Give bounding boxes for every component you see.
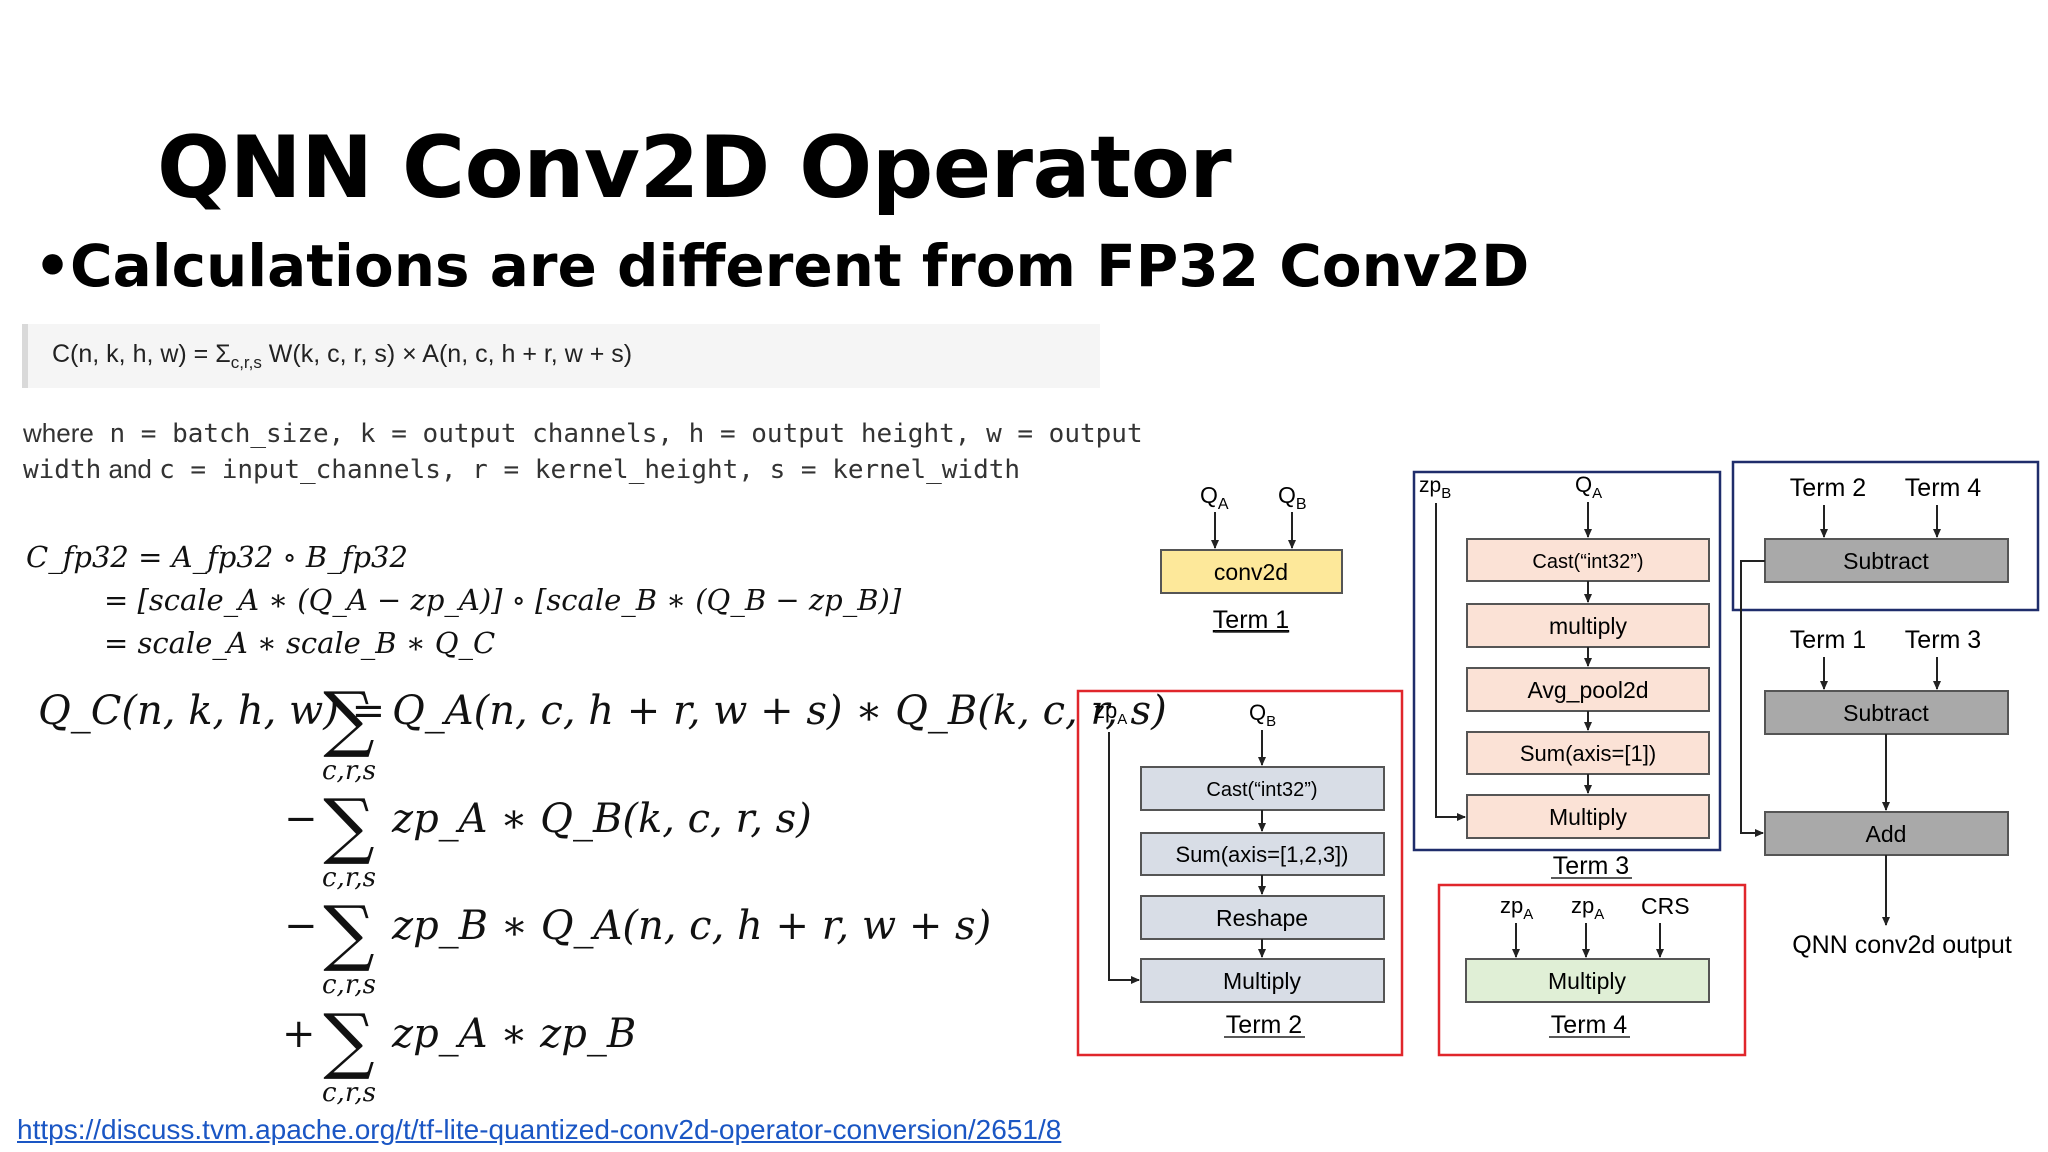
bullet-point: •Calculations are different from FP32 Co… (34, 232, 1529, 300)
term1-in1: QA (1200, 482, 1229, 513)
term3-zp-arrow (1435, 503, 1466, 821)
term2-in2: QB (1249, 700, 1276, 730)
formula-lhs: C(n, k, h, w) = Σ (52, 340, 231, 368)
term4-multiply-box (1465, 958, 1710, 1003)
term4-label: Term 4 (1551, 1011, 1628, 1039)
term3-in2: QA (1575, 472, 1602, 502)
bullet-text: Calculations are different from FP32 Con… (70, 232, 1530, 300)
sum-3: ∑c,r,s (322, 896, 376, 1000)
term4-in3: CRS (1641, 893, 1690, 919)
term3-group: zpB QA Cast(“int32”) multiply Avg_pool2d… (1412, 470, 1722, 880)
term3-in1: zpB (1419, 474, 1451, 502)
output-label: QNN conv2d output (1792, 931, 2012, 959)
term2-cast-label: Cast(“int32”) (1206, 779, 1317, 801)
term-4-sign: + (282, 1011, 316, 1057)
term3-frame (1412, 470, 1722, 852)
term4-multiply-label: Multiply (1548, 968, 1626, 994)
term2-zp-arrow (1108, 732, 1140, 984)
sigma-2: ∑ (323, 783, 375, 867)
conv-formula: C(n, k, h, w) = Σc,r,s W(k, c, r, s) × A… (52, 340, 632, 373)
qc-term-1: Q_A(n, c, h + r, w + s) ∗ Q_B(k, c, r, s… (392, 688, 1167, 734)
sum-sub-4: c,r,s (322, 1078, 377, 1108)
add-label: Add (1866, 821, 1907, 847)
term-2-sign: − (284, 796, 318, 842)
qc-term-3: zp_B ∗ Q_A(n, c, h + r, w + s) (392, 903, 992, 949)
sub1-in-1: Term 2 (1790, 474, 1866, 502)
term3-avgpool-label: Avg_pool2d (1527, 677, 1648, 703)
term2-sum-box (1140, 832, 1385, 876)
sigma-3: ∑ (323, 890, 375, 974)
sum-sub-3: c,r,s (322, 970, 377, 1000)
term3-label: Term 3 (1553, 852, 1629, 880)
qc-term-2: zp_A ∗ Q_B(k, c, r, s) (392, 796, 812, 842)
term4-group: zpA zpA CRS Multiply Term 4 (1437, 883, 1747, 1057)
term4-in1: zpA (1500, 893, 1533, 923)
conv2d-label: conv2d (1214, 559, 1288, 585)
term2-label: Term 2 (1226, 1011, 1302, 1039)
sigma-4: ∑ (323, 998, 375, 1082)
where-and: and (101, 454, 160, 484)
formula-rhs: W(k, c, r, s) × A(n, c, h + r, w + s) (261, 340, 633, 368)
term2-in1: zpA (1094, 698, 1127, 728)
page-title: QNN Conv2D Operator (157, 118, 1232, 218)
subtract-label-1: Subtract (1843, 548, 1929, 574)
sum-1: ∑c,r,s (322, 682, 376, 786)
combine-group: Term 2 Term 4 Subtract Term 1 Term 3 Sub… (1731, 460, 2040, 959)
term1-label: Term 1 (1213, 606, 1289, 634)
term2-group: zpA QB Cast(“int32”) Sum(axis=[1,2,3]) R… (1076, 689, 1404, 1057)
term2-multiply-box (1140, 958, 1385, 1003)
term3-final-multiply-box (1466, 794, 1710, 839)
fp32-eq-line-2: = [scale_A ∗ (Q_A − zp_A)] ∘ [scale_B ∗ … (104, 583, 902, 617)
where-line-1: where n = batch_size, k = output channel… (23, 418, 1143, 449)
sum-4: ∑c,r,s (322, 1004, 376, 1108)
term-3-sign: − (284, 903, 318, 949)
sum-2: ∑c,r,s (322, 789, 376, 893)
term4-frame (1437, 883, 1747, 1057)
add-box (1764, 811, 2009, 856)
where-vars-1: n = batch_size, k = output channels, h =… (93, 419, 1143, 449)
combine-frame (1731, 460, 2040, 612)
sub2-in-2: Term 3 (1905, 626, 1981, 654)
where-vars-2: c = input_channels, r = kernel_height, s… (159, 455, 1021, 485)
fp32-eq-line-3: = scale_A ∗ scale_B ∗ Q_C (104, 626, 496, 660)
sub2-in-1: Term 1 (1790, 626, 1866, 654)
term2-frame (1076, 689, 1404, 1057)
term2-multiply-label: Multiply (1223, 968, 1301, 994)
subtract-label-2: Subtract (1843, 700, 1929, 726)
where-word: where (23, 418, 94, 448)
formula-sub: c,r,s (230, 353, 262, 372)
fp32-eq-line-1: C_fp32 = A_fp32 ∘ B_fp32 (26, 540, 408, 574)
term3-sum-label: Sum(axis=[1]) (1520, 741, 1656, 766)
subtract-box-2 (1764, 690, 2009, 735)
term3-multiply-box (1466, 603, 1710, 648)
term3-multiply-label: multiply (1549, 613, 1627, 639)
term1-in2: QB (1278, 482, 1307, 513)
term3-cast-box (1466, 538, 1710, 582)
bullet-mark: • (34, 232, 72, 300)
term3-final-multiply-label: Multiply (1549, 804, 1627, 830)
term3-cast-label: Cast(“int32”) (1532, 551, 1643, 573)
qc-term-4: zp_A ∗ zp_B (392, 1011, 637, 1057)
term2-sum-label: Sum(axis=[1,2,3]) (1175, 842, 1348, 867)
term2-reshape-label: Reshape (1216, 905, 1308, 931)
where-width: width (23, 455, 102, 485)
sub1-in-2: Term 4 (1905, 474, 1982, 502)
conv2d-box (1160, 549, 1343, 594)
sum-sub-2: c,r,s (322, 863, 377, 893)
term4-in2: zpA (1571, 893, 1604, 923)
source-link[interactable]: https://discuss.tvm.apache.org/t/tf-lite… (17, 1114, 1062, 1145)
sub1-to-add-arrow (1740, 560, 1765, 837)
sum-sub-1: c,r,s (322, 756, 377, 786)
sigma-1: ∑ (323, 676, 375, 760)
where-line-2: width and c = input_channels, r = kernel… (23, 454, 1020, 485)
formula-box: C(n, k, h, w) = Σc,r,s W(k, c, r, s) × A… (22, 324, 1100, 388)
term1-group: QA QB conv2d Term 1 (1160, 482, 1343, 634)
qc-lhs: Q_C(n, k, h, w) = (38, 688, 386, 734)
